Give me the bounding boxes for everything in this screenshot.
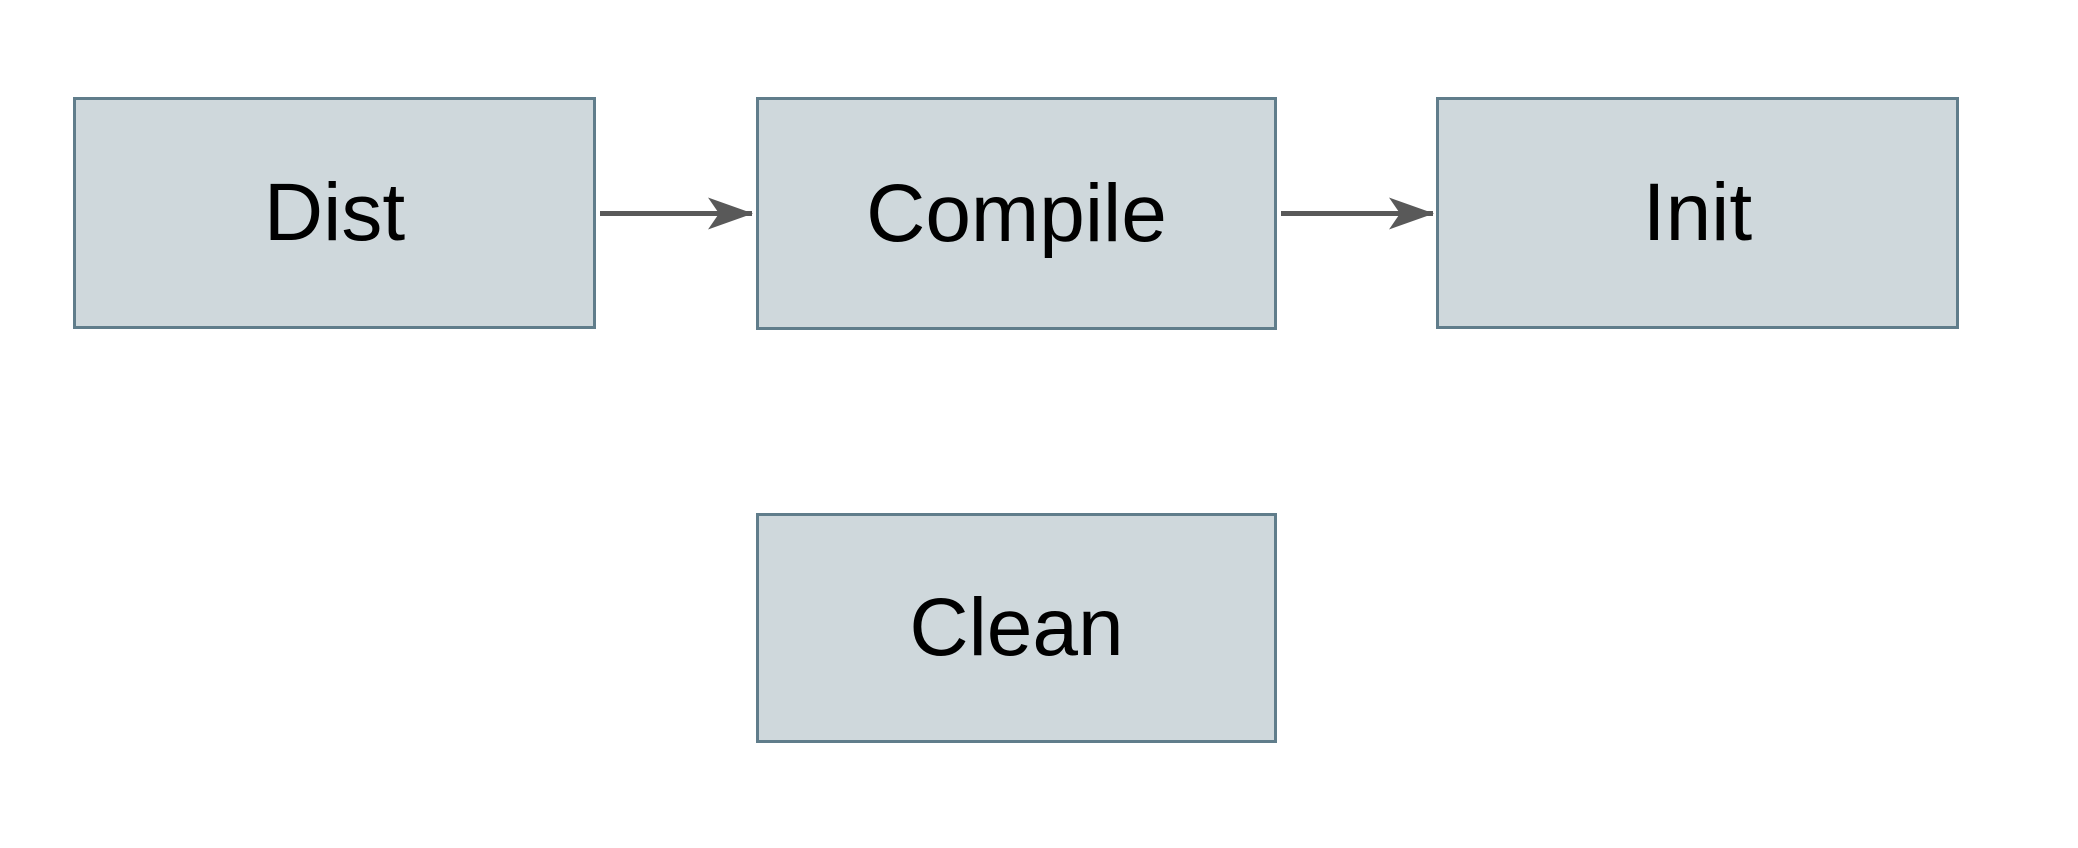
node-init-label: Init <box>1642 167 1753 258</box>
node-dist: Dist <box>73 97 596 329</box>
node-init: Init <box>1436 97 1959 329</box>
node-clean-label: Clean <box>909 582 1124 673</box>
node-compile: Compile <box>756 97 1277 330</box>
node-compile-label: Compile <box>866 167 1167 259</box>
node-dist-label: Dist <box>263 167 406 258</box>
node-clean: Clean <box>756 513 1277 743</box>
